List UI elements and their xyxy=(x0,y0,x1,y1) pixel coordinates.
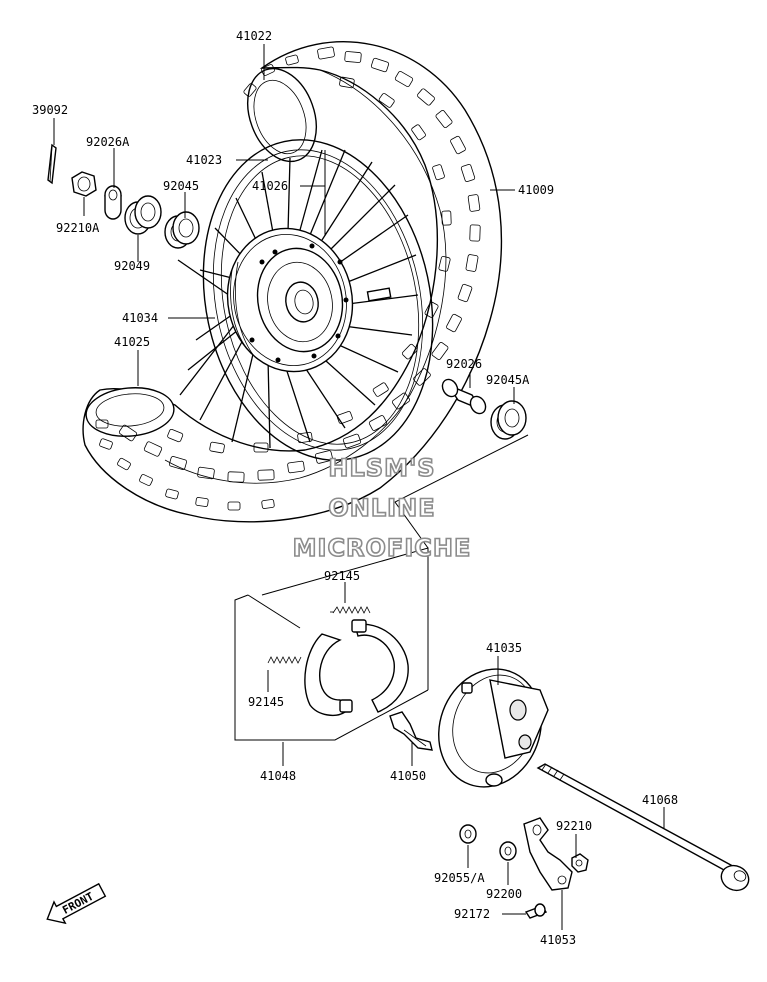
label-92210: 92210 xyxy=(556,819,592,833)
watermark-line-1: HLSM'S xyxy=(328,454,435,482)
leader-lines xyxy=(53,44,665,930)
label-92026A: 92026A xyxy=(86,135,130,149)
nut-92210 xyxy=(571,853,589,873)
bearing-92049 xyxy=(124,195,162,235)
label-41034: 41034 xyxy=(122,311,158,325)
label-92049: 92049 xyxy=(114,259,150,273)
cotter-pin xyxy=(47,143,57,185)
label-92200: 92200 xyxy=(486,887,522,901)
label-92145-upper: 92145 xyxy=(324,569,360,583)
spring-upper xyxy=(330,606,371,614)
front-arrow-text: FRONT xyxy=(60,890,96,917)
collar-92026 xyxy=(441,378,487,415)
bolt-92172 xyxy=(524,903,548,919)
label-41023: 41023 xyxy=(186,153,222,167)
part-labels: 41022 39092 92026A 41023 92045 41026 410… xyxy=(32,29,678,947)
label-92055A: 92055/A xyxy=(434,871,485,885)
label-41009: 41009 xyxy=(518,183,554,197)
watermark-line-3: MICROFICHE xyxy=(293,534,472,562)
label-41035: 41035 xyxy=(486,641,522,655)
label-41053: 41053 xyxy=(540,933,576,947)
axle xyxy=(536,763,750,892)
front-arrow: FRONT xyxy=(46,882,107,925)
spokes xyxy=(177,149,419,449)
brake-bracket-outline xyxy=(234,434,529,741)
label-41026: 41026 xyxy=(252,179,288,193)
label-92026: 92026 xyxy=(446,357,482,371)
label-92045: 92045 xyxy=(163,179,199,193)
label-41048: 41048 xyxy=(260,769,296,783)
label-92210A: 92210A xyxy=(56,221,100,235)
label-41050: 41050 xyxy=(390,769,426,783)
cam-41050 xyxy=(389,711,433,751)
seal-92045 xyxy=(164,211,200,249)
watermark-line-2: ONLINE xyxy=(328,494,435,522)
axle-nut xyxy=(71,171,97,197)
label-39092: 39092 xyxy=(32,103,68,117)
arm-41053 xyxy=(523,817,573,891)
watermark: HLSM'S ONLINE MICROFICHE xyxy=(292,453,472,563)
washer-92200 xyxy=(499,841,517,861)
collar-92026A xyxy=(104,185,122,220)
brake-shoes xyxy=(304,619,409,717)
label-92172: 92172 xyxy=(454,907,490,921)
label-41025: 41025 xyxy=(114,335,150,349)
label-41022: 41022 xyxy=(236,29,272,43)
tire xyxy=(82,41,503,523)
label-92145-lower: 92145 xyxy=(248,695,284,709)
spring-lower xyxy=(267,656,302,664)
label-41068: 41068 xyxy=(642,793,678,807)
wheel-rim xyxy=(202,139,434,461)
seal-92045A xyxy=(490,400,527,440)
label-92045A: 92045A xyxy=(486,373,530,387)
washer-92055 xyxy=(459,824,477,844)
brake-panel xyxy=(438,668,549,788)
hub xyxy=(226,227,392,373)
